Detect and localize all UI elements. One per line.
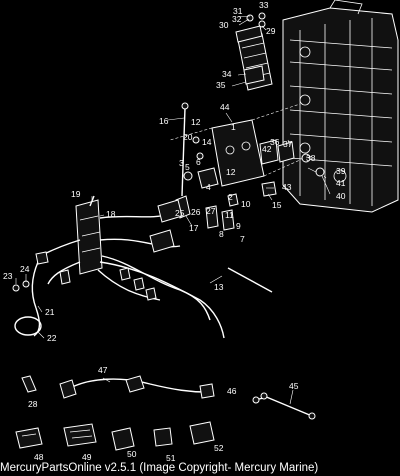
connector-row: [15, 421, 215, 451]
callout-26: 26: [191, 207, 201, 217]
callout-46: 46: [227, 386, 237, 396]
callout-10: 10: [241, 199, 251, 209]
callout-4: 4: [206, 182, 211, 192]
callout-39: 39: [336, 166, 346, 176]
callout-44: 44: [220, 102, 230, 112]
callout-3: 3: [179, 158, 184, 168]
ground-wire-coil: [12, 251, 49, 337]
callout-6: 6: [196, 157, 201, 167]
callout-38: 38: [306, 153, 316, 163]
callout-7: 7: [240, 234, 245, 244]
callout-22: 22: [47, 333, 57, 343]
callout-51: 51: [166, 453, 176, 462]
callout-47: 47: [98, 365, 108, 375]
callout-15: 15: [272, 200, 282, 210]
callout-25: 25: [175, 208, 185, 218]
callout-12: 12: [191, 117, 201, 127]
callout-33: 33: [259, 0, 269, 10]
sensor-cluster: [175, 136, 239, 231]
callout-21: 21: [45, 307, 55, 317]
callout-37: 37: [283, 139, 293, 149]
callout-31: 31: [233, 6, 243, 16]
callout-9: 9: [236, 221, 241, 231]
exploded-parts-diagram: 30 31 32 33 29 34 35 44 16 12 1 20 14 42…: [3, 0, 399, 462]
callout-1: 1: [231, 122, 236, 132]
callout-20: 20: [183, 132, 193, 142]
ground-strap: [252, 392, 316, 420]
callout-19: 19: [71, 189, 81, 199]
ecm-module: [235, 12, 273, 91]
footer-text: MercuryPartsOnline v2.5.1 (Image Copyrig…: [0, 462, 319, 474]
callout-42: 42: [262, 144, 272, 154]
sender-rod: [181, 102, 189, 197]
jumper-harness: [59, 375, 215, 399]
callout-5: 5: [185, 162, 190, 172]
leader-lines: [15, 15, 331, 405]
wiring-harness: [39, 195, 225, 339]
callout-32: 32: [232, 14, 242, 24]
callout-52: 52: [214, 443, 224, 453]
callout-49: 49: [82, 452, 92, 462]
callout-29: 29: [266, 26, 276, 36]
callout-14: 14: [202, 137, 212, 147]
callout-23: 23: [3, 271, 13, 281]
cable-tie: [227, 267, 273, 293]
callout-28: 28: [28, 399, 38, 409]
callout-43: 43: [282, 182, 292, 192]
callout-35: 35: [216, 80, 226, 90]
callout-11: 11: [225, 210, 234, 220]
callout-labels: 30 31 32 33 29 34 35 44 16 12 1 20 14 42…: [3, 0, 346, 462]
callout-40: 40: [336, 191, 346, 201]
callout-30: 30: [219, 20, 229, 30]
callout-17: 17: [189, 223, 199, 233]
engine-block: [282, 0, 399, 213]
callout-48: 48: [34, 452, 44, 462]
callout-24: 24: [20, 264, 30, 274]
callout-12b: 12: [226, 167, 236, 177]
callout-8: 8: [219, 229, 224, 239]
callout-18: 18: [106, 209, 116, 219]
callout-50: 50: [127, 449, 137, 459]
fuse: [21, 375, 37, 393]
callout-27: 27: [206, 206, 216, 216]
copyright-footer: MercuryPartsOnline v2.5.1 (Image Copyrig…: [0, 461, 400, 476]
callout-45: 45: [289, 381, 299, 391]
callout-41: 41: [336, 178, 346, 188]
callout-2: 2: [228, 192, 233, 202]
callout-34: 34: [222, 69, 232, 79]
mounting-bracket: [169, 103, 325, 197]
callout-16: 16: [159, 116, 169, 126]
callout-13: 13: [214, 282, 224, 292]
callout-36: 36: [270, 137, 280, 147]
